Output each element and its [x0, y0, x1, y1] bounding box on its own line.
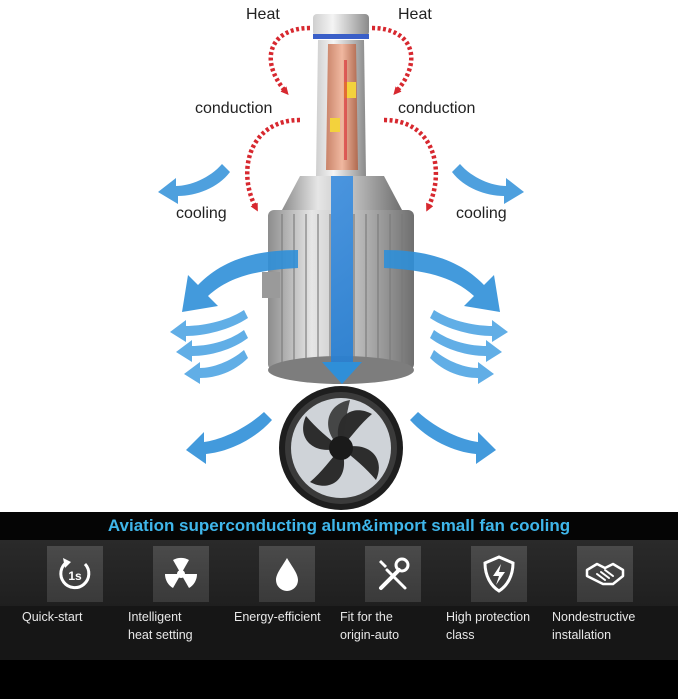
conduction-label-left: conduction — [195, 100, 273, 117]
feature-caption-line: Quick-start — [22, 610, 83, 624]
handshake-icon — [585, 562, 625, 586]
heat-label-right: Heat — [398, 6, 432, 23]
feature-caption: Fit for the origin-auto — [340, 608, 452, 644]
feature-caption: Intelligent heat setting — [128, 608, 240, 644]
feature-tile — [259, 546, 315, 602]
feature-caption: Quick-start — [22, 608, 134, 626]
feature-tile — [153, 546, 209, 602]
feature-caption-line: High protection — [446, 610, 531, 624]
cooling-arrows — [158, 164, 524, 464]
stopwatch-text: 1s — [68, 569, 82, 583]
cooling-illustration: Heat Heat conduction conduction cooling … — [0, 0, 678, 512]
feature-caption-line: heat setting — [128, 628, 193, 642]
headline: Aviation superconducting alum&import sma… — [107, 516, 571, 535]
feature-caption: Energy-efficient — [234, 608, 346, 626]
heat-label-left: Heat — [246, 6, 280, 23]
feature-tile — [365, 546, 421, 602]
feature-row: 1s Quick-start — [0, 540, 678, 662]
feature-caption-line: Nondestructive — [552, 610, 636, 624]
feature-band — [0, 540, 678, 606]
conduction-label-right: conduction — [398, 100, 476, 117]
feature-caption-line: class — [446, 628, 475, 642]
feature-caption-line: Energy-efficient — [234, 610, 321, 624]
feature-quick-start: 1s Quick-start — [20, 540, 133, 662]
feature-caption: Nondestructive installation — [552, 608, 664, 644]
feature-caption-line: Intelligent — [128, 610, 182, 624]
cooling-arrows-right-stack — [430, 310, 508, 384]
feature-caption-line: installation — [552, 628, 612, 642]
feature-caption: High protection class — [446, 608, 558, 644]
cooling-label-right: cooling — [456, 205, 507, 222]
feature-high-protection: High protection class — [444, 540, 557, 662]
features-panel: Aviation superconducting alum&import sma… — [0, 512, 678, 699]
cooling-label-left: cooling — [176, 205, 227, 222]
bottom-bar — [0, 660, 678, 699]
cooling-arrows-left-stack — [170, 310, 248, 384]
bulb-tube — [313, 14, 369, 176]
central-cooling-flow — [322, 176, 362, 384]
cooling-fan — [279, 386, 403, 510]
feature-intelligent-heat: Intelligent heat setting — [126, 540, 239, 662]
feature-tile: 1s — [47, 546, 103, 602]
feature-tile — [471, 546, 527, 602]
feature-nondestructive-install: Nondestructive installation — [550, 540, 663, 662]
feature-caption-line: Fit for the — [340, 610, 393, 624]
feature-tile — [577, 546, 633, 602]
shield-lightning-icon — [483, 555, 515, 593]
stopwatch-icon: 1s — [59, 558, 91, 590]
water-drop-icon — [276, 558, 298, 591]
radiation-fan-icon — [164, 557, 198, 588]
heat-arrows — [245, 25, 438, 212]
feature-energy-efficient: Energy-efficient — [232, 540, 345, 662]
bulb-cooling-diagram — [158, 14, 524, 510]
wrench-screwdriver-icon — [379, 557, 410, 590]
feature-fit-origin-auto: Fit for the origin-auto — [338, 540, 451, 662]
feature-caption-line: origin-auto — [340, 628, 400, 642]
